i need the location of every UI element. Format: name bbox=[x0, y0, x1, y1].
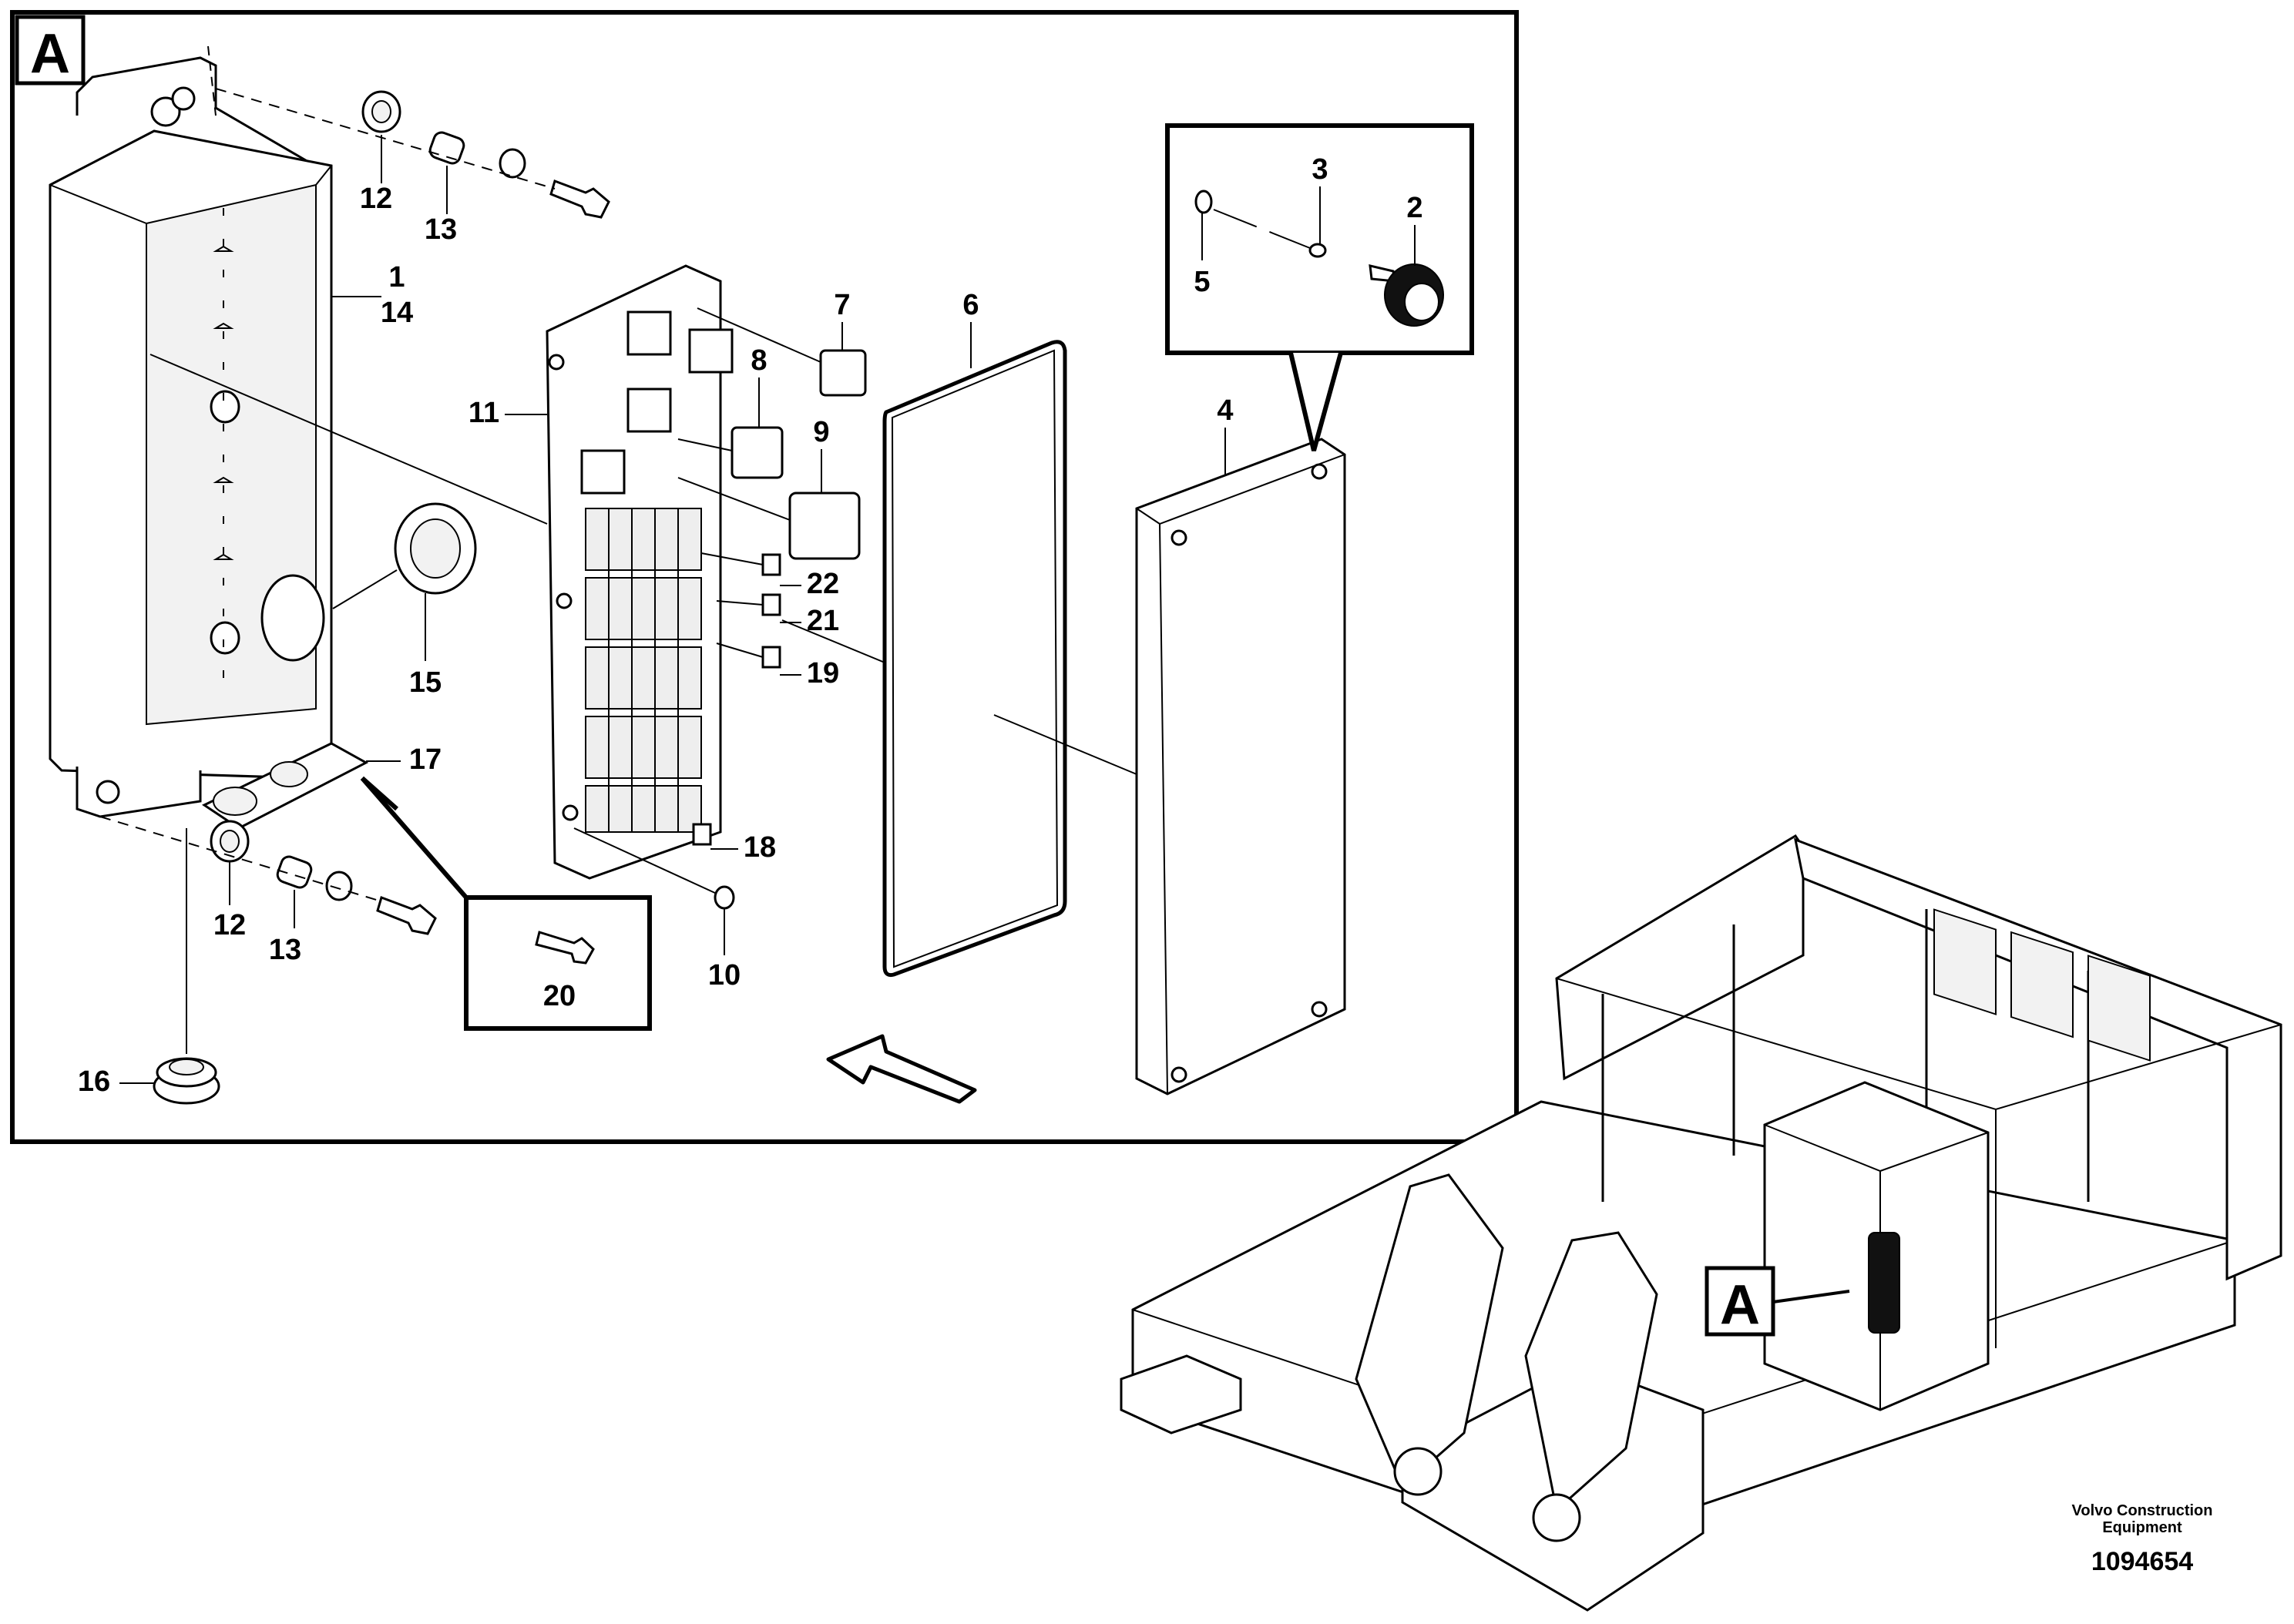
bushing-bottom-part bbox=[99, 816, 437, 935]
fuse-parts bbox=[692, 552, 781, 846]
callout-1: 1 bbox=[388, 261, 405, 294]
callout-12b: 12 bbox=[213, 909, 246, 941]
callout-7: 7 bbox=[834, 289, 850, 321]
callout-21: 21 bbox=[807, 605, 839, 637]
callout-15: 15 bbox=[409, 666, 442, 699]
callout-6: 6 bbox=[962, 289, 979, 321]
detail-marker: A bbox=[30, 23, 70, 85]
callout-13b: 13 bbox=[269, 934, 301, 966]
callout-2: 2 bbox=[1406, 192, 1422, 224]
callout-16: 16 bbox=[78, 1065, 110, 1098]
plate-part bbox=[201, 742, 369, 830]
relay-board-part bbox=[149, 264, 734, 880]
callout-14: 14 bbox=[381, 297, 413, 329]
housing-part bbox=[49, 45, 333, 818]
callout-5: 5 bbox=[1194, 266, 1210, 298]
callout-3: 3 bbox=[1312, 153, 1328, 186]
bushing-top-part bbox=[215, 88, 610, 219]
callout-17: 17 bbox=[409, 743, 442, 776]
callout-11: 11 bbox=[469, 397, 499, 429]
callout-9: 9 bbox=[813, 416, 829, 448]
grommet-part bbox=[332, 502, 477, 609]
credit-line-1: Volvo Construction bbox=[2071, 1502, 2213, 1519]
leader-lines bbox=[119, 135, 1416, 1084]
cover-part bbox=[1135, 438, 1346, 1096]
callout-8: 8 bbox=[751, 344, 767, 377]
detail-marker-box bbox=[15, 15, 86, 86]
document-number: 1094654 bbox=[2091, 1547, 2194, 1576]
callout-18: 18 bbox=[744, 831, 776, 864]
callout-22: 22 bbox=[807, 568, 839, 600]
publisher-credit: Volvo Construction Equipment bbox=[2050, 1502, 2235, 1536]
detail-frame bbox=[10, 10, 1519, 1144]
callout-19: 19 bbox=[807, 657, 839, 690]
direction-arrow bbox=[826, 1034, 977, 1104]
machine-frame-overview: A bbox=[1120, 834, 2282, 1612]
inset-box-20 bbox=[360, 776, 652, 1031]
relay-parts bbox=[677, 307, 867, 560]
gasket-part bbox=[781, 340, 1137, 977]
callout-20: 20 bbox=[543, 980, 576, 1012]
callout-13a: 13 bbox=[425, 213, 457, 246]
callout-12a: 12 bbox=[360, 183, 392, 215]
callout-4: 4 bbox=[1217, 394, 1233, 427]
grommet-bottom-part bbox=[153, 828, 220, 1105]
screw-part bbox=[573, 827, 735, 910]
overview-marker: A bbox=[1720, 1274, 1760, 1336]
credit-line-2: Equipment bbox=[2102, 1519, 2182, 1536]
callout-labels: 114 12 13 11 7 8 9 6 4 3 2 5 22 21 19 15 17 18 12 13 20 10 16 bbox=[78, 153, 1423, 1098]
callout-10: 10 bbox=[708, 959, 741, 992]
